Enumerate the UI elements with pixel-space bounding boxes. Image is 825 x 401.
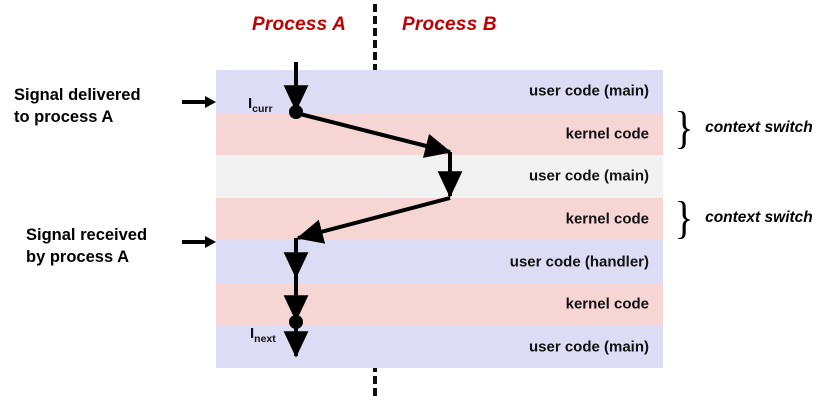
band-label: user code (main) (528, 167, 649, 185)
instruction-pointer-curr-label: Icurr (248, 95, 273, 115)
callout-signal-delivered-line1: Signal delivered (14, 86, 141, 104)
band-row: user code (main) (216, 155, 663, 198)
inext-base: I (250, 325, 255, 342)
instruction-pointer-next-label: Inext (250, 325, 276, 345)
execution-band-stack: user code (main) kernel code user code (ma… (216, 70, 663, 368)
band-row: kernel code (216, 282, 663, 326)
band-row: user code (main) (216, 70, 663, 113)
curly-brace-icon: } (674, 102, 694, 153)
callout-signal-received-line2: by process A (26, 247, 130, 266)
context-switch-label-2: context switch (705, 209, 813, 227)
band-row: kernel code (216, 197, 663, 241)
band-label: kernel code (565, 125, 649, 143)
process-a-title: Process A (252, 14, 347, 35)
band-row: kernel code (216, 112, 663, 156)
context-switch-label-1: context switch (705, 119, 813, 137)
band-label: user code (handler) (509, 253, 649, 271)
context-switch-annotation-1: } context switch (673, 102, 813, 153)
context-switch-annotation-2: } context switch (673, 192, 813, 243)
callout-signal-received: Signal received by process A (26, 225, 147, 269)
band-row: user code (main) (216, 325, 663, 368)
band-label: kernel code (565, 210, 649, 228)
band-label: user code (main) (528, 338, 649, 356)
band-label: user code (main) (528, 82, 649, 100)
callout-signal-received-line1: Signal received (26, 226, 148, 244)
inext-subscript: next (254, 333, 276, 345)
callout-signal-delivered-line2: to process A (14, 107, 114, 126)
icurr-base: I (248, 95, 253, 112)
icurr-subscript: curr (252, 103, 273, 115)
callout-signal-delivered: Signal delivered to process A (14, 85, 141, 129)
curly-brace-icon: } (674, 192, 694, 243)
process-b-title: Process B (402, 14, 497, 35)
band-row: user code (handler) (216, 240, 663, 283)
band-label: kernel code (565, 295, 649, 313)
